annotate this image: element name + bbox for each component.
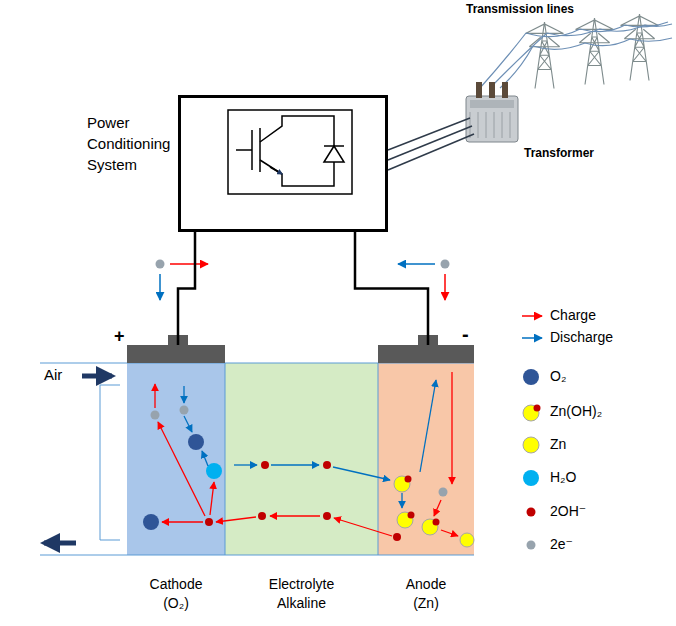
legend-sample (520, 433, 546, 457)
legend-sample (520, 326, 546, 350)
system-label: Power Conditioning System (87, 112, 175, 175)
anode-panel: Anode (Zn) (378, 345, 474, 555)
part-caption: Anode (Zn) (395, 575, 457, 613)
power-wire (178, 232, 195, 345)
hydroxide-transport (216, 461, 392, 536)
grid-wire (388, 118, 474, 170)
legend-text: O₂ (550, 368, 566, 384)
igbt-symbol (228, 110, 352, 194)
legend-text: Zn(OH)₂ (550, 403, 602, 419)
legend-sample (520, 304, 546, 328)
legend-sample (520, 365, 546, 389)
part-caption: Electrolyte Alkaline (257, 575, 347, 613)
terminal-sign: + (114, 326, 125, 347)
legend-sample (520, 466, 546, 490)
cathode-reaction (143, 384, 222, 530)
legend-sample (520, 400, 546, 424)
power-wire (355, 232, 428, 345)
transformer-label: Transformer (524, 146, 594, 160)
terminal-sign: - (462, 323, 469, 346)
power-line (480, 22, 672, 88)
cathode-panel: Cathode (O₂) (127, 345, 225, 555)
air-flow (44, 376, 120, 543)
legend-text: Zn (550, 436, 566, 452)
transformer-symbol (466, 82, 518, 142)
air-label: Air (44, 366, 62, 383)
part-caption: Cathode (O₂) (140, 575, 212, 613)
electrolyte-panel: Electrolyte Alkaline (225, 363, 378, 555)
legend-sample (520, 500, 546, 524)
legend-text: H₂O (550, 469, 576, 485)
legend-text: Discharge (550, 329, 613, 345)
legend-sample (520, 533, 546, 557)
electron-flow (156, 260, 450, 301)
legend-text: 2e⁻ (550, 536, 573, 552)
transmission-label: Transmission lines (466, 2, 574, 16)
legend-text: Charge (550, 307, 596, 323)
pylon (526, 14, 659, 89)
cell-panels (40, 335, 474, 555)
anode-reaction (393, 372, 474, 547)
legend-text: 2OH⁻ (550, 503, 586, 519)
power-conditioning-box: Power Conditioning System (178, 95, 388, 232)
